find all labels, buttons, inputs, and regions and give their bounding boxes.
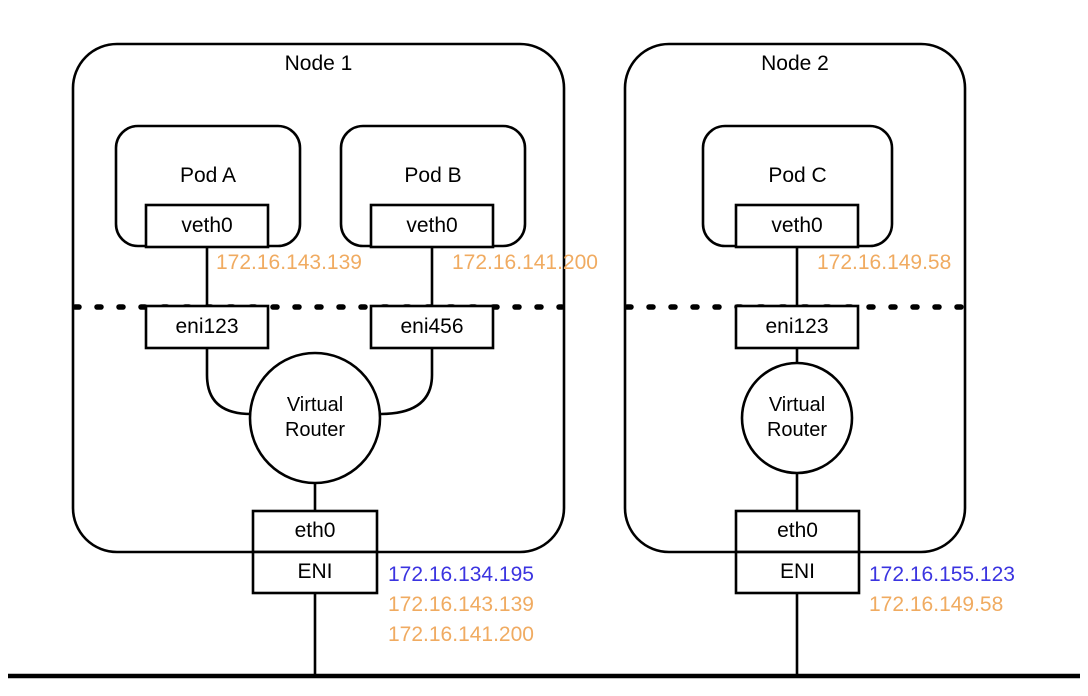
node-2-eth0-label: eth0	[777, 519, 818, 542]
node-1-eni456-label: eni456	[400, 315, 464, 338]
pod-b-ip-label: 172.16.141.200	[452, 251, 598, 274]
node-2-eni-box	[734, 550, 861, 595]
node-1-router-line-1: Virtual	[286, 394, 344, 416]
node-1-router-line-2: Router	[284, 419, 346, 441]
node-1-eni123-label: eni123	[175, 315, 239, 338]
node-2-eni123-label: eni123	[765, 315, 829, 338]
node-1-eni456-router-link	[379, 348, 434, 416]
pod-c-veth0-label: veth0	[771, 214, 823, 237]
node-1-eni-box	[251, 550, 379, 595]
node-2-router-line-2: Router	[766, 419, 828, 441]
node-2-boundary	[623, 42, 967, 554]
node-1-eni-label: ENI	[297, 560, 333, 583]
node-2-secondary-ip-1: 172.16.149.58	[869, 593, 1004, 616]
node-1-primary-ip: 172.16.134.195	[388, 563, 534, 586]
node-2-title: Node 2	[761, 52, 829, 75]
node-1-virtual-router-label: Virtual Router	[250, 393, 380, 443]
node-2-eni123-box	[734, 304, 860, 350]
node-1-eth0-label: eth0	[294, 519, 336, 542]
node-2-eni-label: ENI	[779, 560, 815, 583]
pod-c-ip-label: 172.16.149.58	[817, 251, 952, 274]
node-1-eth0-box	[251, 509, 379, 554]
node-1-eni456-box	[369, 304, 495, 350]
pod-a-veth0-label: veth0	[181, 214, 233, 237]
pod-b-title: Pod B	[404, 164, 462, 187]
pod-c-title: Pod C	[768, 164, 827, 187]
node-1-secondary-ip-2: 172.16.141.200	[388, 623, 534, 646]
pod-a-veth0-box	[144, 203, 270, 249]
node-2-primary-ip: 172.16.155.123	[869, 563, 1015, 586]
pod-c-veth0-box	[734, 203, 860, 249]
node-1-secondary-ip-1: 172.16.143.139	[388, 593, 534, 616]
pod-b-veth0-label: veth0	[406, 214, 458, 237]
node-2-virtual-router-label: Virtual Router	[732, 393, 862, 443]
node-2-router-line-1: Virtual	[768, 394, 826, 416]
pod-a-title: Pod A	[179, 164, 237, 187]
pod-a-ip-label: 172.16.143.139	[216, 251, 362, 274]
node-1-eni123-router-link	[205, 348, 252, 416]
node-1-eni123-box	[144, 304, 270, 350]
node-1-title: Node 1	[284, 52, 353, 75]
